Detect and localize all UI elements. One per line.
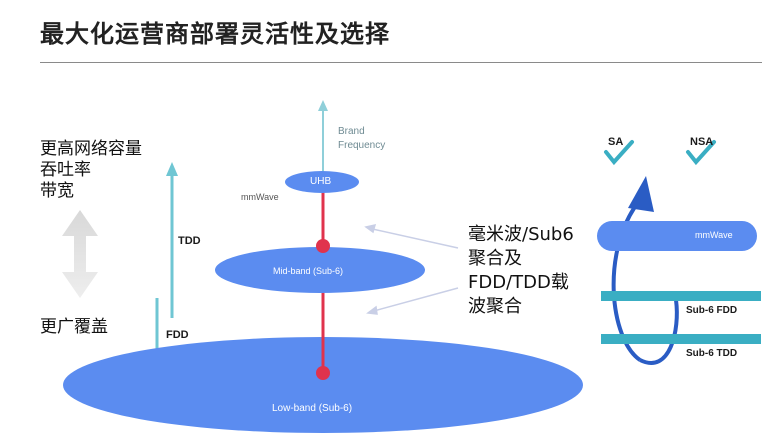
mmwave-bar bbox=[597, 221, 757, 251]
mid-band-label: Mid-band (Sub-6) bbox=[273, 266, 344, 276]
uhb-label: UHB bbox=[310, 176, 332, 187]
sub6-fdd-bar bbox=[601, 291, 761, 301]
callout-line3: FDD/TDD载 bbox=[468, 272, 569, 293]
axis-label-line2: Frequency bbox=[338, 140, 386, 151]
tdd-arrow bbox=[166, 162, 178, 318]
red-dot-low bbox=[316, 366, 330, 380]
sub6-fdd-label: Sub-6 FDD bbox=[686, 305, 738, 316]
frequency-axis-arrow bbox=[318, 100, 328, 172]
sa-check-icon bbox=[604, 140, 634, 166]
callout-line2: 聚合及 bbox=[468, 248, 522, 269]
sa-label: SA bbox=[608, 136, 624, 148]
coverage-label: 更广覆盖 bbox=[40, 317, 108, 337]
center-mmwave-label: mmWave bbox=[241, 192, 279, 202]
capacity-label: 更高网络容量 bbox=[40, 139, 142, 159]
frequency-axis-label: Brand Frequency bbox=[338, 125, 385, 153]
uhb-ellipse bbox=[285, 171, 359, 193]
throughput-label: 吞吐率 bbox=[40, 160, 91, 180]
capacity-coverage-double-arrow bbox=[62, 210, 98, 298]
sub6-tdd-label: Sub-6 TDD bbox=[686, 348, 738, 359]
aggregation-callout: 毫米波/Sub6 聚合及 FDD/TDD载 波聚合 bbox=[468, 223, 574, 319]
callout-line1: 毫米波/Sub6 bbox=[468, 224, 574, 245]
nsa-check-icon bbox=[686, 140, 716, 166]
right-mmwave-label: mmWave bbox=[695, 230, 733, 240]
tdd-label: TDD bbox=[178, 235, 201, 247]
low-band-label: Low-band (Sub-6) bbox=[272, 403, 353, 414]
callout-pointers bbox=[364, 223, 459, 315]
page-title: 最大化运营商部署灵活性及选择 bbox=[40, 20, 390, 48]
axis-label-line1: Brand bbox=[338, 126, 365, 137]
callout-line4: 波聚合 bbox=[468, 296, 522, 317]
bandwidth-label: 带宽 bbox=[40, 181, 74, 201]
fdd-label: FDD bbox=[166, 329, 189, 341]
low-band-ellipse bbox=[63, 337, 583, 433]
red-dot-mid bbox=[316, 239, 330, 253]
sub6-tdd-bar bbox=[601, 334, 761, 344]
title-divider bbox=[40, 62, 762, 63]
mid-band-ellipse bbox=[215, 247, 425, 293]
nsa-label: NSA bbox=[690, 136, 714, 148]
